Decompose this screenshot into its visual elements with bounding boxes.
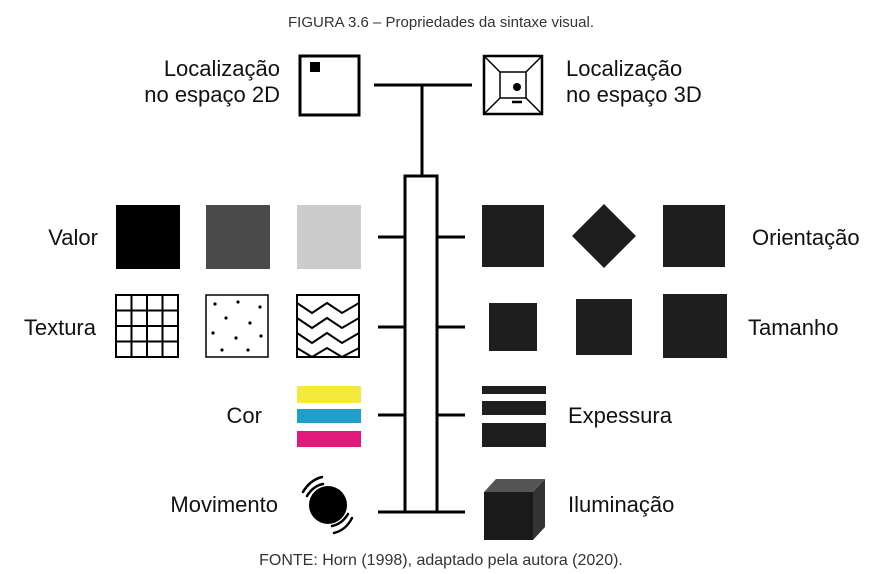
tamanho-large-square [663, 294, 727, 358]
dot [246, 348, 250, 352]
label-location-2d: Localização no espaço 2D [120, 56, 280, 108]
orientacao-shapes [482, 204, 725, 268]
zigzag-line [296, 346, 360, 359]
cor-yellow-bar [297, 386, 361, 403]
dot [224, 316, 228, 320]
cor-magenta-bar [297, 431, 361, 447]
orientacao-square [482, 205, 544, 267]
zigzag-frame [296, 294, 360, 358]
label-location-3d-line2: no espaço 3D [566, 82, 702, 107]
location-2d-icon [298, 54, 361, 117]
textura-dots-swatch [205, 294, 269, 358]
location-3d-perspective-line [525, 55, 543, 73]
expessura-thin-bar [482, 386, 546, 394]
dot [259, 334, 263, 338]
label-valor: Valor [48, 225, 98, 250]
orientacao-diamond [572, 204, 636, 268]
dot [213, 302, 217, 306]
cube-top-face [484, 479, 545, 492]
textura-grid-swatch [115, 294, 179, 358]
location-3d-ball [513, 83, 521, 91]
motion-arc [330, 512, 350, 528]
tamanho-small-square [489, 303, 537, 351]
dot [220, 348, 224, 352]
label-tamanho: Tamanho [748, 315, 839, 340]
textura-zigzag-swatch [296, 294, 360, 359]
label-orientacao: Orientação [752, 225, 860, 250]
cube-front-face [484, 492, 533, 540]
expessura-thick-bar [482, 423, 546, 447]
location-2d-frame [298, 54, 361, 117]
label-movimento: Movimento [170, 492, 278, 517]
orientacao-square-2 [663, 205, 725, 267]
dot [248, 321, 252, 325]
connector-tree [374, 83, 472, 514]
location-3d-outer-frame [482, 54, 544, 116]
location-3d-perspective-line [483, 97, 501, 115]
label-location-3d-line1: Localização [566, 56, 683, 81]
iluminacao-cube [484, 479, 545, 540]
location-3d-icon [482, 54, 544, 116]
central-trunk [403, 174, 439, 514]
location-3d-perspective-line [525, 97, 543, 115]
motion-arc [332, 516, 354, 535]
valor-dark-swatch [116, 205, 180, 269]
tamanho-shapes [489, 294, 727, 358]
zigzag-line [296, 301, 360, 315]
moving-ball [309, 486, 347, 524]
label-location-2d-line2: no espaço 2D [144, 82, 280, 107]
tamanho-medium-square [576, 299, 632, 355]
cor-bars [297, 386, 361, 447]
label-location-3d: Localização no espaço 3D [566, 56, 702, 108]
movimento-icon [301, 475, 354, 535]
cor-cyan-bar [297, 409, 361, 423]
label-cor: Cor [226, 403, 262, 428]
dot [236, 300, 240, 304]
expessura-bars [482, 386, 546, 447]
expessura-medium-bar [482, 401, 546, 415]
motion-arc [305, 482, 325, 498]
figure-source: FONTE: Horn (1998), adaptado pela autora… [259, 552, 623, 569]
valor-swatches [116, 205, 361, 269]
label-textura: Textura [23, 315, 96, 340]
dot [211, 331, 215, 335]
valor-light-swatch [297, 205, 361, 269]
dots-frame [205, 294, 269, 358]
label-location-2d-line1: Localização [163, 56, 280, 81]
dot [234, 336, 238, 340]
dot [258, 305, 262, 309]
zigzag-line [296, 331, 360, 345]
valor-mid-swatch [206, 205, 270, 269]
location-3d-inner-frame [499, 71, 527, 99]
figure-caption: FIGURA 3.6 – Propriedades da sintaxe vis… [288, 14, 594, 31]
label-expessura: Expessura [568, 403, 672, 428]
zigzag-line [296, 316, 360, 330]
location-3d-perspective-line [483, 55, 501, 73]
motion-arc [301, 475, 324, 494]
label-iluminacao: Iluminação [568, 492, 675, 517]
location-2d-dot [310, 62, 320, 72]
cube-side-face [533, 479, 545, 540]
